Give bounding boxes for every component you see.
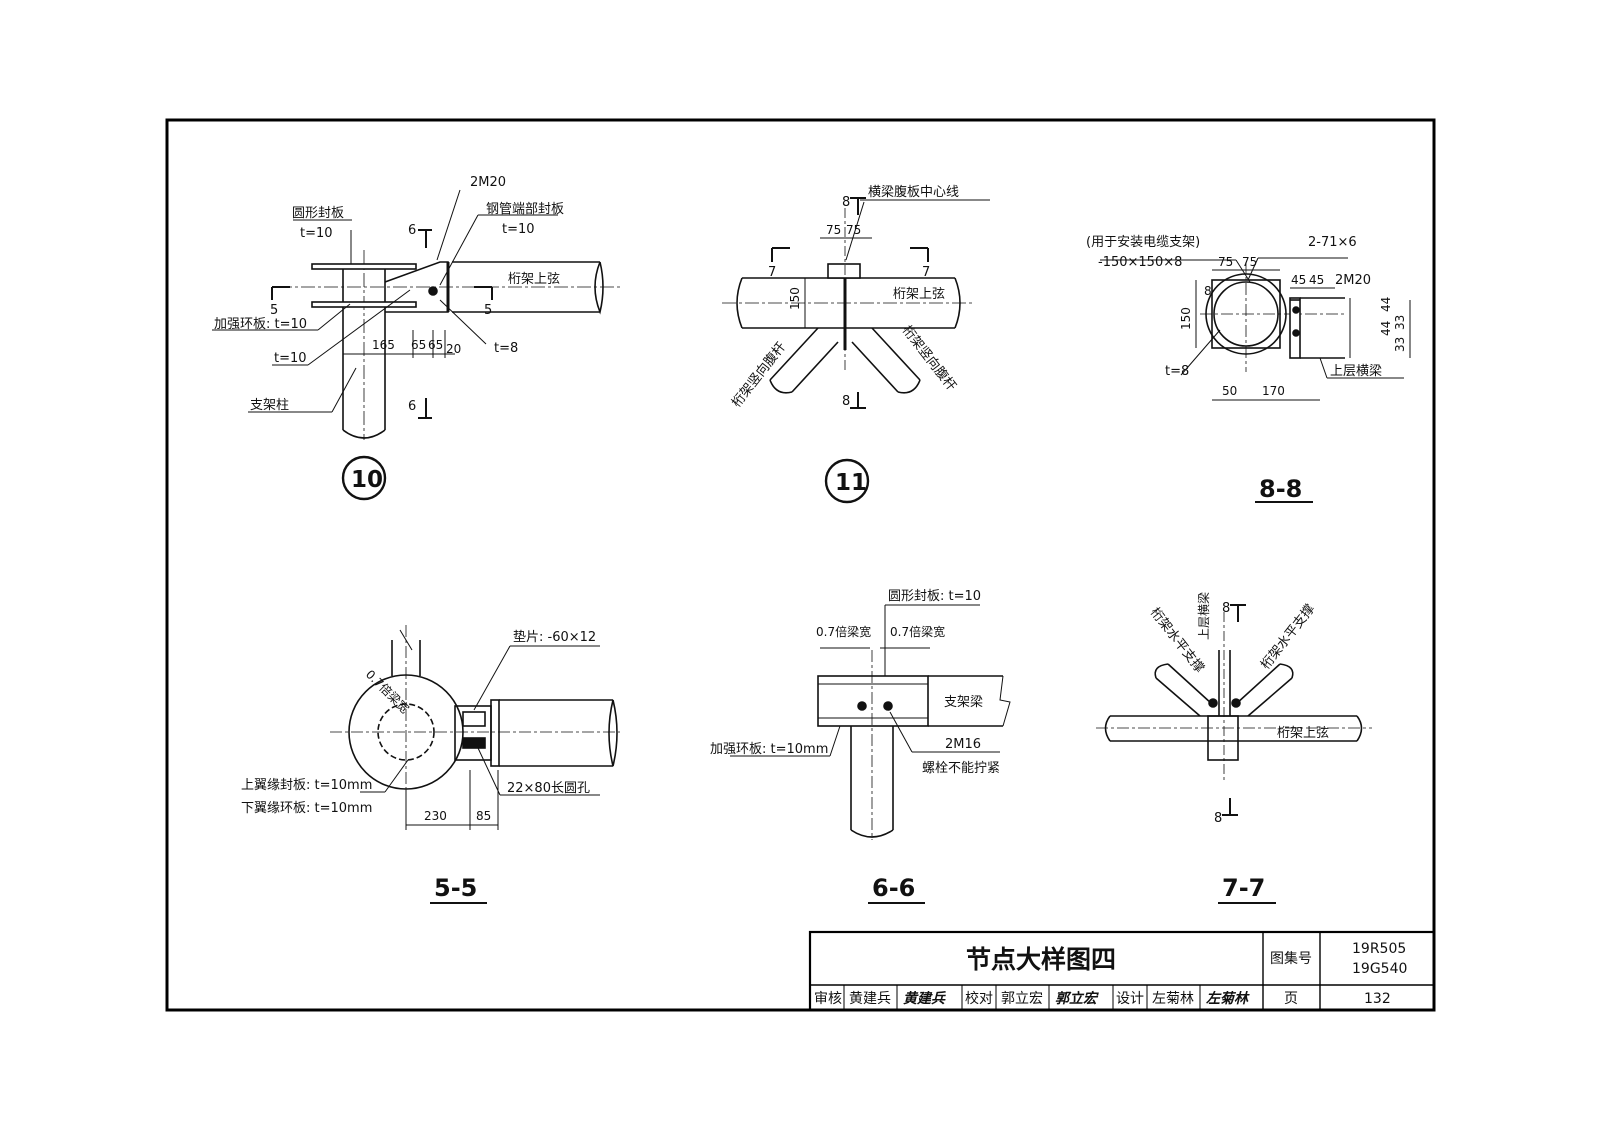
s77-upper-beam: 上层横梁 xyxy=(1196,592,1211,640)
d11-sec7-right: 7 xyxy=(922,265,930,280)
s88-bolt: 2M20 xyxy=(1335,273,1371,288)
d11-web-centerline: 横梁腹板中心线 xyxy=(868,184,959,200)
d10-round-cap: 圆形封板 xyxy=(292,206,344,221)
title-block xyxy=(808,930,1436,1012)
page-label: 页 xyxy=(1284,991,1298,1007)
s77-sec8-top: 8 xyxy=(1222,601,1230,616)
s66-stiff-ring: 加强环板: t=10mm xyxy=(710,742,828,757)
d10-stiff-ring: 加强环板: t=10 xyxy=(214,317,307,332)
d10-sec5-right: 5 xyxy=(484,303,492,318)
s88-dim-44a: 44 xyxy=(1379,297,1393,312)
d10-t10: t=10 xyxy=(274,351,307,366)
d11-dim-75a: 75 xyxy=(826,223,841,237)
s77-brace-right: 桁架水平支撑 xyxy=(1258,602,1318,673)
s66-bolt: 2M16 xyxy=(945,737,981,752)
reviewer-signature: 黄建兵 xyxy=(903,990,946,1007)
designer-signature: 左菊林 xyxy=(1206,990,1250,1007)
atlas-label: 图集号 xyxy=(1270,950,1312,967)
sheet-title: 节点大样图四 xyxy=(966,945,1116,974)
s77-sec8-bottom: 8 xyxy=(1214,811,1222,826)
d11-sec8-top: 8 xyxy=(842,195,850,210)
s66-note: 螺栓不能拧紧 xyxy=(922,761,1000,776)
s88-dim-150: 150 xyxy=(1179,307,1193,330)
s55-ratio: 0.7倍梁宽 xyxy=(363,667,413,717)
reviewer-name: 黄建兵 xyxy=(849,990,891,1007)
s88-dim-170: 170 xyxy=(1262,384,1285,398)
s77-top-chord: 桁架上弦 xyxy=(1277,725,1329,741)
d11-sec7-left: 7 xyxy=(768,265,776,280)
s88-upper-beam: 上层横梁 xyxy=(1330,364,1382,379)
d10-sec5-left: 5 xyxy=(270,303,278,318)
section-8-8-caption: 8-8 xyxy=(1259,475,1302,503)
s88-dim-75a: 75 xyxy=(1218,255,1233,269)
s55-top-flange: 上翼缘封板: t=10mm xyxy=(241,778,372,793)
d10-top-chord: 桁架上弦 xyxy=(508,271,560,287)
s55-dim-230: 230 xyxy=(424,809,447,823)
s66-beam: 支架梁 xyxy=(944,695,983,710)
s88-dim-45b: 45 xyxy=(1309,273,1324,287)
d10-column: 支架柱 xyxy=(250,398,289,413)
design-label: 设计 xyxy=(1116,991,1144,1007)
s88-purpose: (用于安装电缆支架) xyxy=(1086,234,1200,250)
s88-dim-45a: 45 xyxy=(1291,273,1306,287)
s88-dim-33b: 33 xyxy=(1393,337,1407,352)
s66-ratio-left: 0.7倍梁宽 xyxy=(816,624,871,639)
d11-top-chord: 桁架上弦 xyxy=(893,286,945,302)
d11-web-left: 桁架竖向腹杆 xyxy=(729,339,790,410)
s88-t8: t=8 xyxy=(1165,364,1189,379)
section-5-5-caption: 5-5 xyxy=(434,874,477,902)
s88-plate: -150×150×8 xyxy=(1098,255,1182,270)
drawing-frame xyxy=(165,118,1436,1012)
d10-round-cap-t: t=10 xyxy=(300,226,333,241)
section-6-6-caption: 6-6 xyxy=(872,874,915,902)
d10-dim-20: 20 xyxy=(446,342,461,356)
checker-signature: 郭立宏 xyxy=(1055,990,1099,1007)
checker-name: 郭立宏 xyxy=(1001,990,1043,1007)
s88-dim-33a: 33 xyxy=(1393,315,1407,330)
s66-ratio-right: 0.7倍梁宽 xyxy=(890,624,945,639)
d11-sec8-bottom: 8 xyxy=(842,394,850,409)
s55-bottom-flange: 下翼缘环板: t=10mm xyxy=(241,801,372,816)
section-7-7 xyxy=(1096,604,1372,904)
d10-bolt: 2M20 xyxy=(470,175,506,190)
atlas-number-1: 19R505 xyxy=(1352,941,1406,957)
detail-11-marker: 11 xyxy=(835,470,867,496)
s55-slot: 22×80长圆孔 xyxy=(507,781,590,796)
d10-pipe-end-plate-t: t=10 xyxy=(502,222,535,237)
check-label: 校对 xyxy=(965,990,993,1007)
d10-t8: t=8 xyxy=(494,341,518,356)
designer-name: 左菊林 xyxy=(1152,991,1194,1007)
d11-dim-150: 150 xyxy=(788,287,802,310)
s88-stiffeners: 2-71×6 xyxy=(1308,235,1357,250)
d10-dim-65a: 65 xyxy=(411,338,426,352)
d10-pipe-end-plate: 钢管端部封板 xyxy=(486,202,564,217)
review-label: 审核 xyxy=(814,991,842,1007)
d11-dim-75b: 75 xyxy=(846,223,861,237)
s55-pad: 垫片: -60×12 xyxy=(513,629,596,645)
d10-sec6-top: 6 xyxy=(408,223,416,238)
s66-round-cap: 圆形封板: t=10 xyxy=(888,589,981,604)
s88-dim-44b: 44 xyxy=(1379,321,1393,336)
section-8-8 xyxy=(1100,257,1411,503)
detail-10-marker: 10 xyxy=(351,467,383,493)
d10-dim-65b: 65 xyxy=(428,338,443,352)
s55-dim-85: 85 xyxy=(476,809,491,823)
d11-web-right: 桁架竖向腹杆 xyxy=(899,323,960,394)
s88-dim-50: 50 xyxy=(1222,384,1237,398)
detail-11 xyxy=(722,197,990,504)
page-number: 132 xyxy=(1364,991,1391,1007)
detail-10 xyxy=(212,189,620,501)
d10-dim-165: 165 xyxy=(372,338,395,352)
s88-dim-75b: 75 xyxy=(1242,255,1257,269)
section-6-6 xyxy=(730,604,1011,904)
atlas-number-2: 19G540 xyxy=(1352,961,1407,977)
d10-sec6-bottom: 6 xyxy=(408,399,416,414)
section-5-5 xyxy=(330,625,620,904)
section-7-7-caption: 7-7 xyxy=(1222,874,1265,902)
s88-dim-8: 8 xyxy=(1204,284,1212,298)
